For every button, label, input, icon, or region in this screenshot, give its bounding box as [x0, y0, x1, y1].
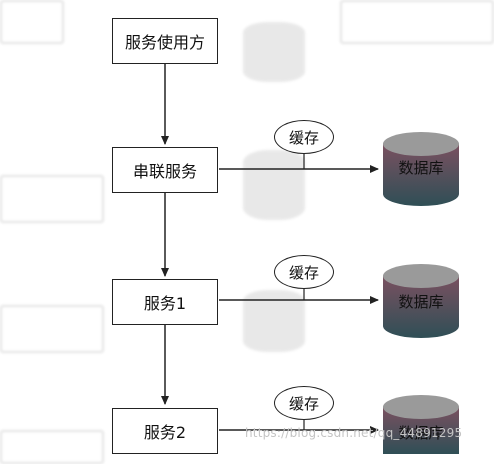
connector-layer: [161, 64, 379, 434]
database-icon: [383, 395, 459, 454]
cache-label: 缓存: [288, 128, 319, 147]
database-label: 数据库: [398, 424, 444, 442]
cache-node: 缓存: [274, 386, 334, 420]
database-cylinder: 数据库: [382, 394, 460, 454]
cache-node: 缓存: [274, 120, 334, 154]
database-cylinder: 数据库: [382, 263, 460, 339]
database-icon: [383, 132, 459, 206]
cache-node: 缓存: [274, 255, 334, 289]
node-service-1: 服务1: [112, 279, 218, 325]
node-consumer: 服务使用方: [112, 18, 218, 64]
database-cylinder: 数据库: [382, 131, 460, 207]
database-label: 数据库: [398, 293, 444, 311]
node-chain-service-label: 串联服务: [132, 162, 197, 181]
cache-label: 缓存: [288, 394, 319, 413]
database-icon: [383, 264, 459, 338]
node-service-2: 服务2: [112, 408, 218, 454]
node-service-1-label: 服务1: [143, 294, 187, 313]
node-consumer-label: 服务使用方: [124, 33, 205, 52]
database-label: 数据库: [398, 159, 444, 177]
node-chain-service: 串联服务: [112, 147, 218, 193]
cache-label: 缓存: [288, 263, 319, 282]
watermark-url: https://blog.csdn.net/qq_44891295: [245, 426, 463, 440]
node-service-2-label: 服务2: [143, 423, 187, 442]
